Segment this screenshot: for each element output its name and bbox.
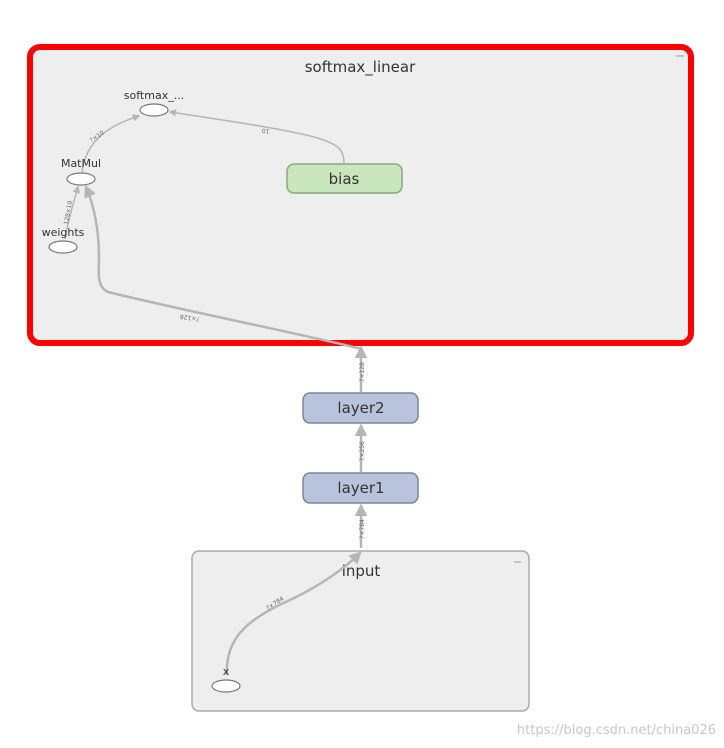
node-layer2-box[interactable] [302, 392, 419, 424]
node-x-op[interactable]: x [211, 665, 241, 693]
edge-label-bias-to-softmax: 10 [261, 126, 270, 134]
node-weights-op-ellipse[interactable] [48, 240, 78, 254]
group-softmax-linear-box[interactable] [27, 44, 694, 346]
edge-bias-to-softmax [168, 109, 345, 164]
node-layer1-label: layer1 [337, 479, 384, 497]
edge-label-input-to-matmul: ?×128 [179, 313, 200, 323]
node-bias-label: bias [329, 170, 360, 188]
node-layer2[interactable]: layer2 [302, 392, 419, 424]
edge-weights-to-matmul [64, 185, 81, 240]
node-weights-op[interactable]: weights [42, 226, 85, 254]
node-softmax-op-ellipse[interactable] [139, 103, 169, 117]
node-x-op-ellipse[interactable] [211, 679, 241, 693]
node-weights-op-label: weights [42, 226, 85, 239]
group-input[interactable]: input [191, 550, 530, 712]
watermark: https://blog.csdn.net/china026 [516, 723, 716, 738]
group-input-title: input [342, 562, 381, 580]
node-softmax-op-label: softmax_... [124, 89, 184, 102]
group-softmax-linear[interactable]: softmax_linear [27, 44, 694, 346]
group-softmax-linear-title: softmax_linear [305, 58, 416, 77]
node-bias[interactable]: bias [286, 163, 403, 194]
node-layer2-label: layer2 [337, 399, 384, 417]
node-bias-box[interactable] [286, 163, 403, 194]
edge-label-input-to-layer1: ?×784 [359, 519, 366, 539]
edge-label-layer2-to-group: ?×128 [359, 362, 366, 382]
edge-input-to-matmul [84, 184, 362, 351]
edge-label-weights-to-matmul: 128×10 [63, 200, 74, 225]
group-input-box[interactable] [191, 550, 530, 712]
node-matmul-op-label: MatMul [61, 157, 101, 170]
node-layer1-box[interactable] [302, 472, 419, 504]
edge-label-layer1-to-layer2: ?×256 [359, 441, 366, 461]
node-matmul-op-ellipse[interactable] [66, 172, 96, 186]
node-layer1[interactable]: layer1 [302, 472, 419, 504]
node-matmul-op[interactable]: MatMul [61, 157, 101, 186]
node-x-op-label: x [223, 665, 230, 678]
edge-x-to-input-out [225, 551, 362, 676]
node-softmax-op[interactable]: softmax_... [124, 89, 184, 117]
edge-matmul-to-softmax [81, 114, 141, 173]
